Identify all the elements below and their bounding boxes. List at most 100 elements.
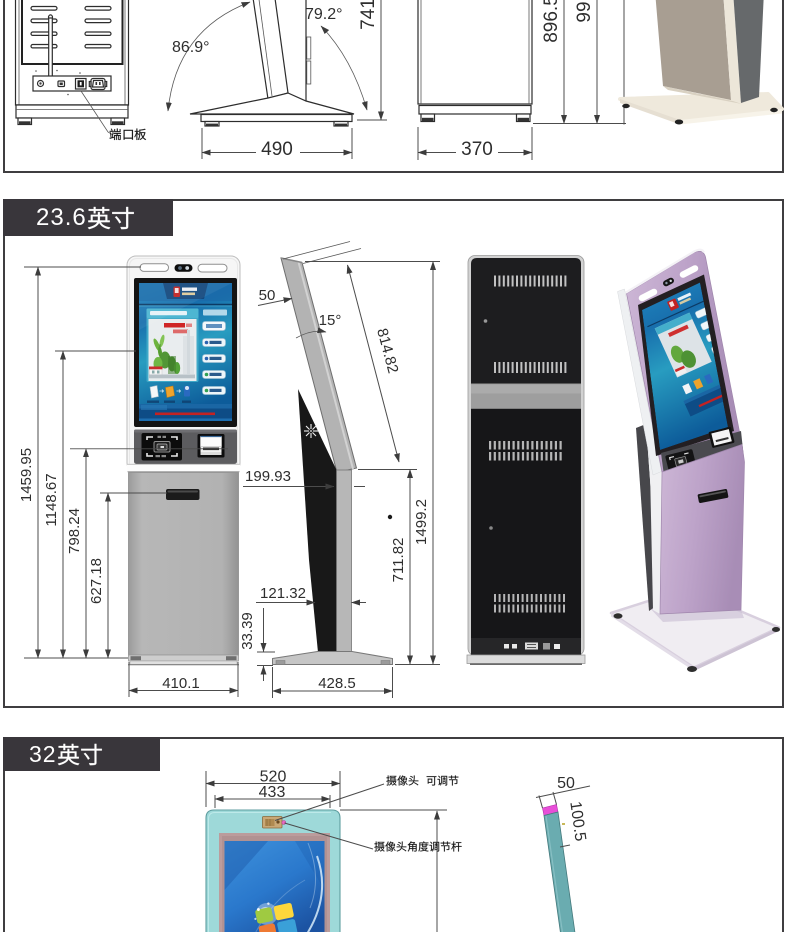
svg-text:1148.67: 1148.67 <box>43 473 60 526</box>
rear-port-strip <box>471 638 581 655</box>
kiosk-front-view <box>126 255 241 666</box>
kiosk-3d-speaker-right <box>679 265 699 278</box>
svg-text:428.5: 428.5 <box>318 675 356 692</box>
rear-top-panel <box>471 258 581 384</box>
rear-lower-panel <box>471 409 581 638</box>
kiosk32-front-view: 520 433 <box>205 769 447 932</box>
dim-814-82: 814.82 <box>346 264 401 463</box>
svg-text:711.82: 711.82 <box>390 538 407 583</box>
kiosk-3d-view <box>609 248 781 672</box>
rear-vents-top <box>494 275 567 287</box>
dim-99: 99 <box>574 0 600 124</box>
antenna-rod <box>47 14 54 86</box>
svg-text:50: 50 <box>259 287 276 304</box>
svg-text:99: 99 <box>574 1 595 22</box>
svg-text:370: 370 <box>461 139 493 160</box>
kiosk-base <box>128 654 239 666</box>
rear-vents-top-lower <box>494 362 567 373</box>
dim-896-5: 896.5 <box>541 0 567 124</box>
dim-angle-right: 79.2° <box>305 6 343 23</box>
svg-text:121.32: 121.32 <box>260 585 306 602</box>
svg-text:814.82: 814.82 <box>373 326 401 375</box>
plant <box>153 334 181 374</box>
dim-798-24: 798.24 <box>66 448 89 659</box>
dim-711-82: 711.82 <box>358 469 417 665</box>
kiosk-3d-side-strip <box>617 288 662 476</box>
svg-text:410.1: 410.1 <box>162 675 200 692</box>
svg-text:1499.2: 1499.2 <box>413 499 430 545</box>
dim-1459-95: 1459.95 <box>18 266 41 659</box>
dim-199-93: 199.93 <box>243 468 365 490</box>
kiosk-3d-camera <box>663 277 674 287</box>
svg-text:896.5: 896.5 <box>541 0 562 43</box>
svg-text:798.24: 798.24 <box>66 508 83 554</box>
kiosk-3d-cabinet <box>659 444 745 615</box>
camera-rod-label <box>374 841 462 854</box>
section-top-box <box>3 0 784 173</box>
dim-33-39: 33.39 <box>239 608 275 681</box>
teal-side-bar <box>543 811 576 932</box>
kiosk32-side-view: 50 100.5 <box>535 775 591 932</box>
kiosk-rear-view <box>466 255 586 665</box>
dim-370: 370 <box>417 127 533 160</box>
kiosk-side-view <box>272 257 393 665</box>
screen-side-buttons <box>202 309 227 395</box>
dim-627-18: 627.18 <box>88 492 111 659</box>
rear-vents-mid <box>489 441 562 450</box>
base-3d-render <box>618 0 784 125</box>
kiosk-3d-screen <box>642 282 728 450</box>
svg-text:627.18: 627.18 <box>88 558 105 604</box>
rear-view-drawing <box>14 0 130 136</box>
side-view-dimensions: 50 15° 814.82 199.93 121.32 <box>239 241 440 698</box>
snowflake-mark <box>304 424 318 438</box>
side-view-drawing-top: 86.9° 79.2° 490 741 <box>165 0 387 160</box>
svg-text:199.93: 199.93 <box>245 468 291 485</box>
front-view-drawing-top: 370 896.5 99 <box>417 0 626 160</box>
section-title-23-6: 23.6 <box>3 199 173 236</box>
speaker-slot-left <box>139 263 169 272</box>
side-base <box>272 651 393 665</box>
svg-text:741: 741 <box>358 0 379 30</box>
dim-1499-2: 1499.2 <box>305 261 440 665</box>
section-title-32: 32 <box>3 737 160 771</box>
camera-adjustable-label <box>386 775 459 788</box>
screen-footer <box>139 404 232 421</box>
speaker-slot-right <box>197 263 228 273</box>
screen-ui <box>139 283 232 421</box>
windows-logo <box>254 902 298 932</box>
svg-text:50: 50 <box>557 775 575 792</box>
screen-32 <box>224 841 325 932</box>
svg-text:433: 433 <box>259 784 286 801</box>
rear-base <box>466 654 586 665</box>
svg-text:490: 490 <box>261 139 293 160</box>
waist-band <box>127 464 240 473</box>
kiosk-3d-printer <box>708 426 735 448</box>
svg-text:1459.95: 1459.95 <box>18 448 35 502</box>
dim-410-1: 410.1 <box>128 662 239 697</box>
dim-428-5: 428.5 <box>272 667 393 698</box>
rear-feet <box>17 117 126 126</box>
svg-text:100.5: 100.5 <box>566 800 588 842</box>
kiosk-3d-speaker-left <box>638 288 658 302</box>
card-reader <box>141 433 182 461</box>
dim-angle-left: 86.9° <box>172 39 210 56</box>
dim-15deg: 15° <box>295 312 341 339</box>
lower-cabinet <box>128 472 239 656</box>
receipt-printer <box>197 434 225 458</box>
dim-50-side: 50 <box>257 287 293 306</box>
screen-bottom-icons <box>147 385 191 403</box>
dim-121-32: 121.32 <box>256 585 366 606</box>
card-reader-panel <box>134 429 237 464</box>
screen-main-card <box>146 308 199 382</box>
port-panel-label <box>109 128 147 142</box>
camera-module <box>174 264 193 272</box>
side-back-body <box>298 389 337 653</box>
port-strip <box>32 75 112 92</box>
dims-32-front: 520 433 <box>205 769 447 932</box>
front-view-dimensions: 1459.95 1148.67 798.24 627.18 410.1 <box>18 266 239 697</box>
kiosk-3d-slot <box>697 488 729 504</box>
side-column <box>336 469 352 653</box>
house <box>149 366 163 376</box>
svg-text:520: 520 <box>260 769 287 786</box>
